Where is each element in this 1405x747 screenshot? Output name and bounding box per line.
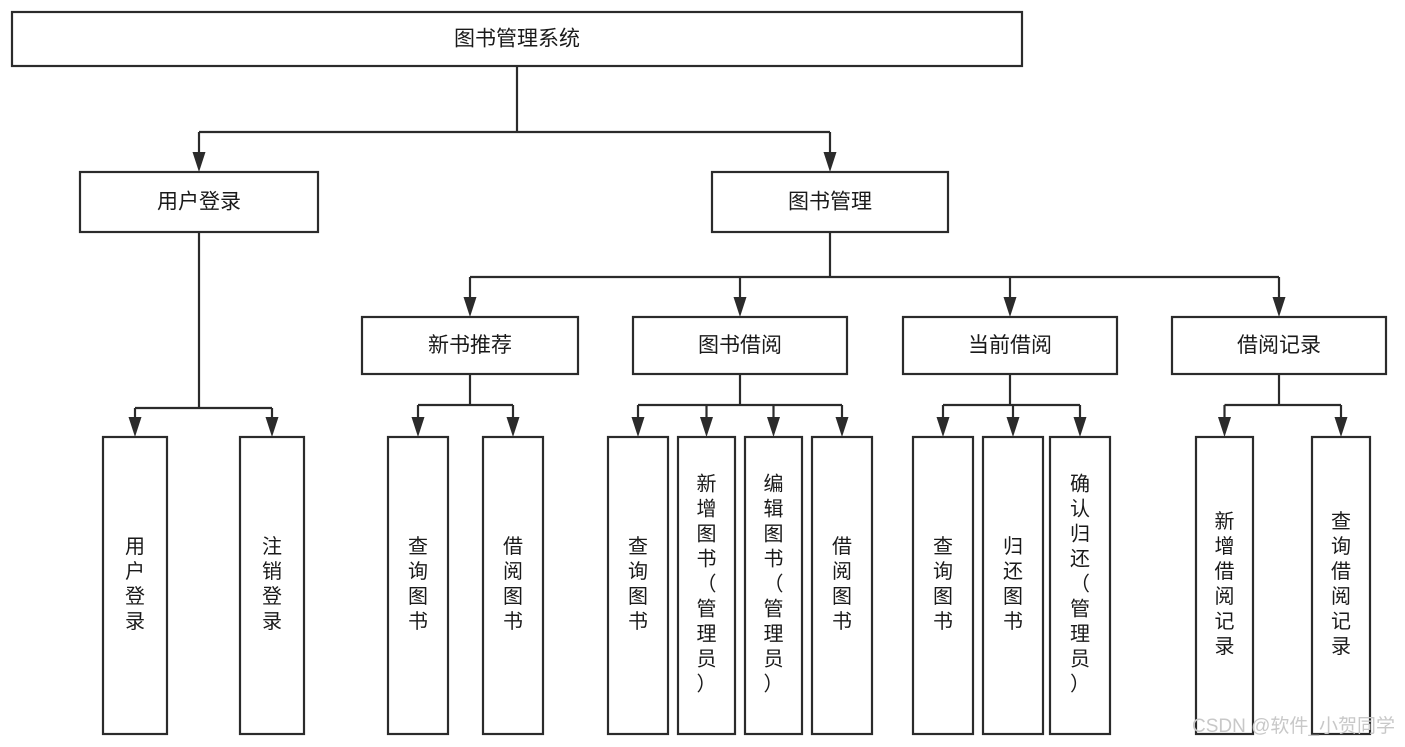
node-leaf-record-add[interactable]: 新增借阅记录 [1194,435,1255,736]
arrow-head [192,152,206,172]
csdn-watermark: CSDN @软件_小贺同学 [1192,715,1395,737]
node-leaf-rec-borrow-book[interactable]: 借阅图书 [481,435,545,736]
node-box [10,10,1024,68]
node-label: 借阅图书 [503,535,523,633]
arrow-head [823,152,837,172]
node-label: 用户登录 [157,191,241,214]
node-box [676,435,737,736]
node-layer: 图书管理系统用户登录图书管理新书推荐图书借阅当前借阅借阅记录用户登录注销登录查询… [10,10,1388,736]
node-box [810,435,874,736]
node-label: 新增图书（管理员） [697,473,717,696]
node-label: 查询图书 [628,535,648,633]
node-root[interactable]: 图书管理系统 [10,10,1024,68]
node-label: 图书管理系统 [454,28,580,51]
node-box [743,435,804,736]
arrow-head [631,417,645,437]
arrow-head [733,297,747,317]
node-box [710,170,950,234]
node-leaf-borrow-add-book[interactable]: 新增图书（管理员） [676,435,737,736]
arrow-head [1334,417,1348,437]
connector-group-root [192,66,837,172]
node-leaf-current-query-book[interactable]: 查询图书 [911,435,975,736]
node-label: 当前借阅 [968,334,1052,357]
node-leaf-user-logout[interactable]: 注销登录 [238,435,306,736]
node-label: 新增借阅记录 [1215,510,1235,658]
node-leaf-current-return-book[interactable]: 归还图书 [981,435,1045,736]
node-label: 图书借阅 [698,334,782,357]
node-box [238,435,306,736]
arrow-head [1003,297,1017,317]
node-box [101,435,169,736]
node-leaf-current-confirm-return[interactable]: 确认归还（管理员） [1048,435,1112,736]
arrow-head [411,417,425,437]
node-user-login[interactable]: 用户登录 [78,170,320,234]
arrow-head [700,417,713,437]
node-label: 编辑图书（管理员） [764,473,784,696]
arrow-head [463,297,477,317]
node-leaf-user-login[interactable]: 用户登录 [101,435,169,736]
node-leaf-borrow-query-book[interactable]: 查询图书 [606,435,670,736]
node-label: 注销登录 [262,535,282,633]
arrow-head [1218,417,1231,437]
node-label: 借阅记录 [1237,334,1321,357]
connector-group-new-book-rec [411,374,520,437]
arrow-head [835,417,849,437]
node-box [1170,315,1388,376]
connector-group-current-borrow [936,374,1087,437]
arrow-head [767,417,780,437]
node-book-borrow[interactable]: 图书借阅 [631,315,849,376]
node-box [386,435,450,736]
node-box [481,435,545,736]
node-leaf-borrow-edit-book[interactable]: 编辑图书（管理员） [743,435,804,736]
node-box [911,435,975,736]
arrow-head [1272,297,1286,317]
node-label: 用户登录 [125,536,145,633]
connector-group-borrow-record [1218,374,1348,437]
node-leaf-borrow-borrow-book[interactable]: 借阅图书 [810,435,874,736]
node-book-manage[interactable]: 图书管理 [710,170,950,234]
arrow-head [506,417,520,437]
node-label: 借阅图书 [832,535,852,633]
arrow-head [128,417,142,437]
node-box [631,315,849,376]
node-label: 归还图书 [1003,535,1023,633]
connector-group-book-borrow [631,374,849,437]
node-box [1310,435,1372,736]
arrow-head [1073,417,1087,437]
node-current-borrow[interactable]: 当前借阅 [901,315,1119,376]
connector-group-user-login [128,232,279,437]
node-leaf-rec-query-book[interactable]: 查询图书 [386,435,450,736]
connector-group-book-manage [463,232,1286,317]
node-label: 图书管理 [788,191,872,214]
node-label: 确认归还（管理员） [1070,473,1090,696]
node-box [78,170,320,234]
node-box [1194,435,1255,736]
arrow-head [265,417,279,437]
node-label: 查询借阅记录 [1331,510,1351,658]
node-new-book-rec[interactable]: 新书推荐 [360,315,580,376]
node-label: 查询图书 [408,535,428,633]
node-label: 查询图书 [933,535,953,633]
arrow-head [1006,417,1020,437]
node-box [606,435,670,736]
node-box [1048,435,1112,736]
connector-layer [128,66,1348,437]
node-box [981,435,1045,736]
node-label: 新书推荐 [428,334,512,357]
arrow-head [936,417,950,437]
node-leaf-record-query[interactable]: 查询借阅记录 [1310,435,1372,736]
node-box [901,315,1119,376]
node-borrow-record[interactable]: 借阅记录 [1170,315,1388,376]
node-box [360,315,580,376]
